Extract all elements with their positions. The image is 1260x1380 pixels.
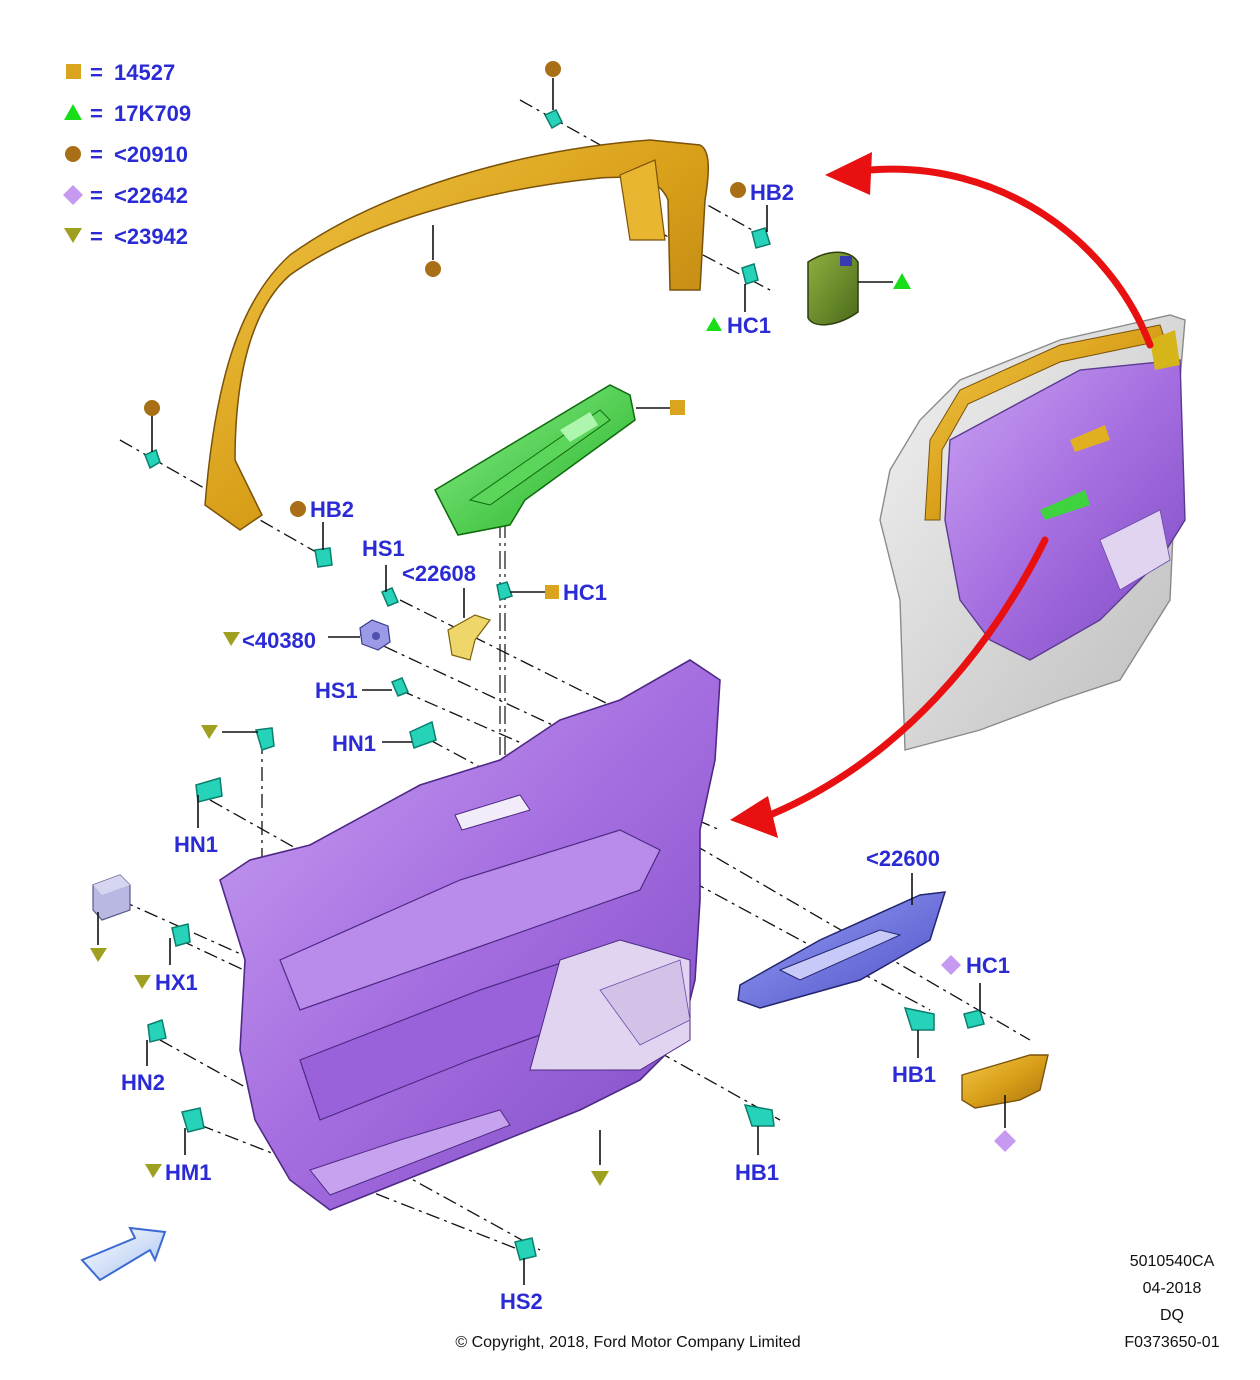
square-symbol-icon bbox=[545, 585, 559, 599]
label-hb1-b: HB1 bbox=[892, 1062, 936, 1087]
triangle-down-symbol-icon bbox=[201, 725, 218, 739]
legend-row-14527: = 14527 bbox=[66, 60, 175, 85]
circle-symbol-icon bbox=[545, 61, 561, 77]
drawing-initials: DQ bbox=[1160, 1307, 1184, 1324]
label-hc1-mid: HC1 bbox=[563, 580, 607, 605]
label-40380: <40380 bbox=[242, 628, 316, 653]
diamond-symbol-icon bbox=[941, 955, 961, 975]
label-hx1: HX1 bbox=[155, 970, 198, 995]
circle-symbol-icon bbox=[65, 146, 81, 162]
door-upper-moulding bbox=[204, 139, 710, 531]
label-hs2: HS2 bbox=[500, 1289, 543, 1314]
part-22608-bracket bbox=[447, 614, 491, 661]
view-direction-arrow-icon bbox=[80, 1226, 167, 1282]
label-22600: <22600 bbox=[866, 846, 940, 871]
label-hb1-a: HB1 bbox=[735, 1160, 779, 1185]
square-symbol-icon bbox=[66, 64, 81, 79]
arrow-up-icon bbox=[866, 165, 1154, 349]
label-22608: <22608 bbox=[402, 561, 476, 586]
legend-row-22642: = <22642 bbox=[63, 183, 188, 208]
label-hb2-top: HB2 bbox=[750, 180, 794, 205]
legend-eq: = bbox=[90, 142, 103, 167]
drawing-ref: F0373650-01 bbox=[1124, 1334, 1219, 1351]
label-hc1-right: HC1 bbox=[966, 953, 1010, 978]
square-symbol-icon bbox=[670, 400, 685, 415]
armrest-switch-bezel bbox=[737, 891, 947, 1009]
door-assembly-inset bbox=[879, 314, 1186, 751]
legend-eq: = bbox=[90, 224, 103, 249]
grey-spacer-block bbox=[92, 874, 131, 921]
red-arrows bbox=[730, 152, 1154, 838]
triangle-up-symbol-icon bbox=[893, 273, 911, 289]
label-hs1-a: HS1 bbox=[362, 536, 405, 561]
legend-code: <20910 bbox=[114, 142, 188, 167]
legend-eq: = bbox=[90, 60, 103, 85]
drawing-date: 04-2018 bbox=[1143, 1280, 1202, 1297]
legend: = 14527 = 17K709 = <20910 = <22642 = <23… bbox=[63, 60, 191, 249]
circle-symbol-icon bbox=[730, 182, 746, 198]
part-40380-nut bbox=[359, 619, 391, 651]
triangle-down-symbol-icon bbox=[64, 228, 82, 243]
triangle-down-symbol-icon bbox=[90, 948, 107, 962]
legend-code: 17K709 bbox=[114, 101, 191, 126]
leaders bbox=[90, 61, 1016, 1285]
label-hn1-b: HN1 bbox=[174, 832, 218, 857]
legend-code: 14527 bbox=[114, 60, 175, 85]
circle-symbol-icon bbox=[290, 501, 306, 517]
triangle-down-symbol-icon bbox=[145, 1164, 162, 1178]
label-hb2-mid: HB2 bbox=[310, 497, 354, 522]
label-hn1-a: HN1 bbox=[332, 731, 376, 756]
legend-row-17k709: = 17K709 bbox=[64, 101, 191, 126]
gold-bracket bbox=[961, 1054, 1049, 1109]
label-hn2: HN2 bbox=[121, 1070, 165, 1095]
drawing-code: 5010540CA bbox=[1130, 1253, 1215, 1270]
legend-code: <22642 bbox=[114, 183, 188, 208]
circle-symbol-icon bbox=[425, 261, 441, 277]
triangle-down-symbol-icon bbox=[134, 975, 151, 989]
legend-row-20910: = <20910 bbox=[65, 142, 188, 167]
diamond-symbol-icon bbox=[994, 1130, 1016, 1152]
label-hs1-b: HS1 bbox=[315, 678, 358, 703]
arrow-down-icon bbox=[766, 536, 1049, 819]
door-trim-panel bbox=[219, 659, 721, 1211]
legend-eq: = bbox=[90, 183, 103, 208]
legend-row-23942: = <23942 bbox=[64, 224, 188, 249]
copyright-notice: © Copyright, 2018, Ford Motor Company Li… bbox=[455, 1334, 800, 1351]
legend-code: <23942 bbox=[114, 224, 188, 249]
triangle-up-symbol-icon bbox=[64, 104, 82, 120]
triangle-down-symbol-icon bbox=[591, 1171, 609, 1186]
circle-symbol-icon bbox=[144, 400, 160, 416]
diamond-symbol-icon bbox=[63, 185, 83, 205]
triangle-cap-cover bbox=[807, 251, 859, 326]
fastener-clips bbox=[144, 109, 985, 1261]
label-hc1-top: HC1 bbox=[727, 313, 771, 338]
label-hm1: HM1 bbox=[165, 1160, 211, 1185]
triangle-down-symbol-icon bbox=[223, 632, 240, 646]
window-switch-bezel bbox=[434, 384, 636, 536]
drawing-meta: 5010540CA 04-2018 DQ F0373650-01 © Copyr… bbox=[455, 1253, 1219, 1351]
part-labels: HB2 HC1 HB2 HS1 <22608 HC1 <40380 HS1 HN… bbox=[121, 180, 1010, 1314]
triangle-up-symbol-icon bbox=[706, 317, 722, 331]
legend-eq: = bbox=[90, 101, 103, 126]
